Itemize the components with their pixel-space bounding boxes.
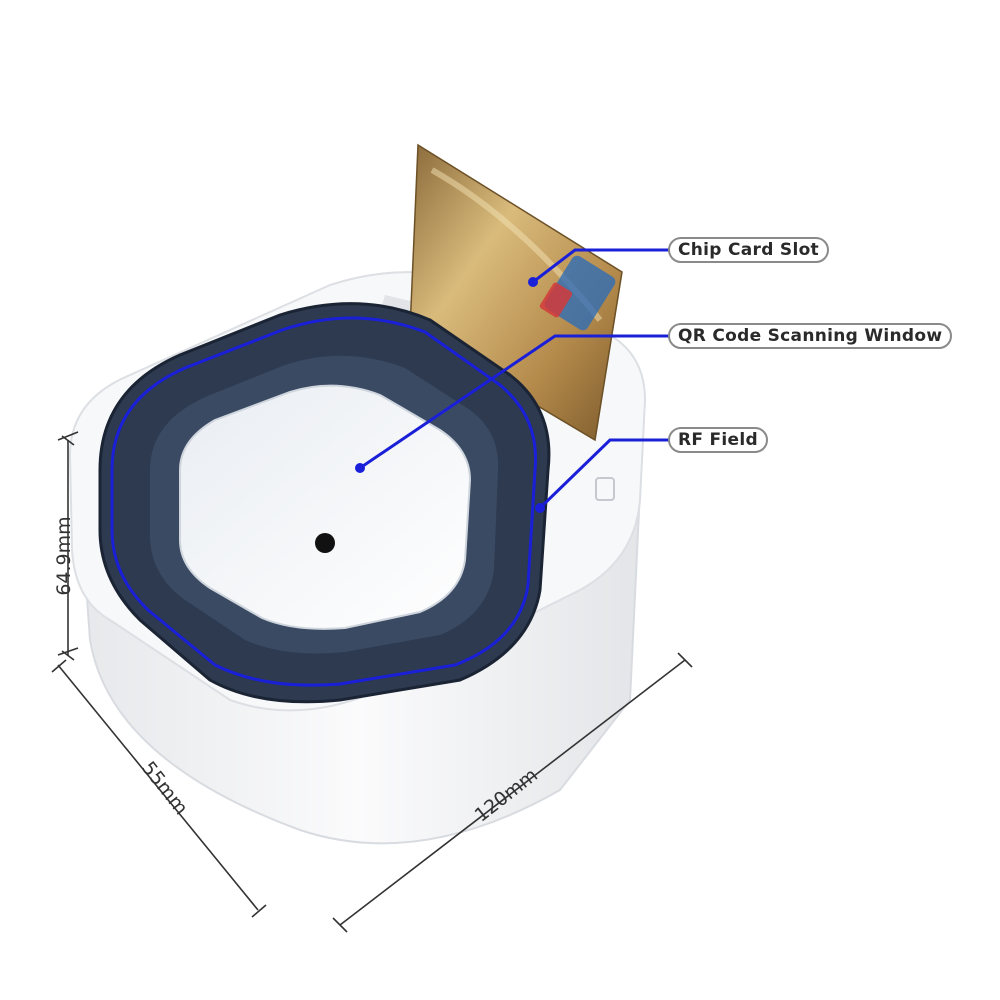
callout-dot-qr — [355, 463, 365, 473]
callout-line-qr — [359, 334, 670, 470]
camera-lens — [315, 533, 335, 553]
callout-dot-rf — [535, 503, 545, 513]
rf-field-outline — [110, 316, 538, 687]
callout-qr-scanning-window: QR Code Scanning Window — [668, 323, 953, 349]
nfc-mark — [595, 477, 615, 501]
callout-dot-chip — [528, 277, 538, 287]
callout-rf-field: RF Field — [668, 427, 768, 453]
callout-line-rf — [538, 438, 670, 510]
callout-line-chip — [532, 248, 670, 284]
dimension-height-label: 64.9mm — [53, 516, 75, 595]
callout-chip-card-slot: Chip Card Slot — [668, 237, 829, 263]
dimension-lines — [51, 431, 693, 933]
chip-card — [409, 143, 623, 442]
qr-scanning-window — [179, 384, 472, 630]
callout-lines — [359, 248, 670, 510]
